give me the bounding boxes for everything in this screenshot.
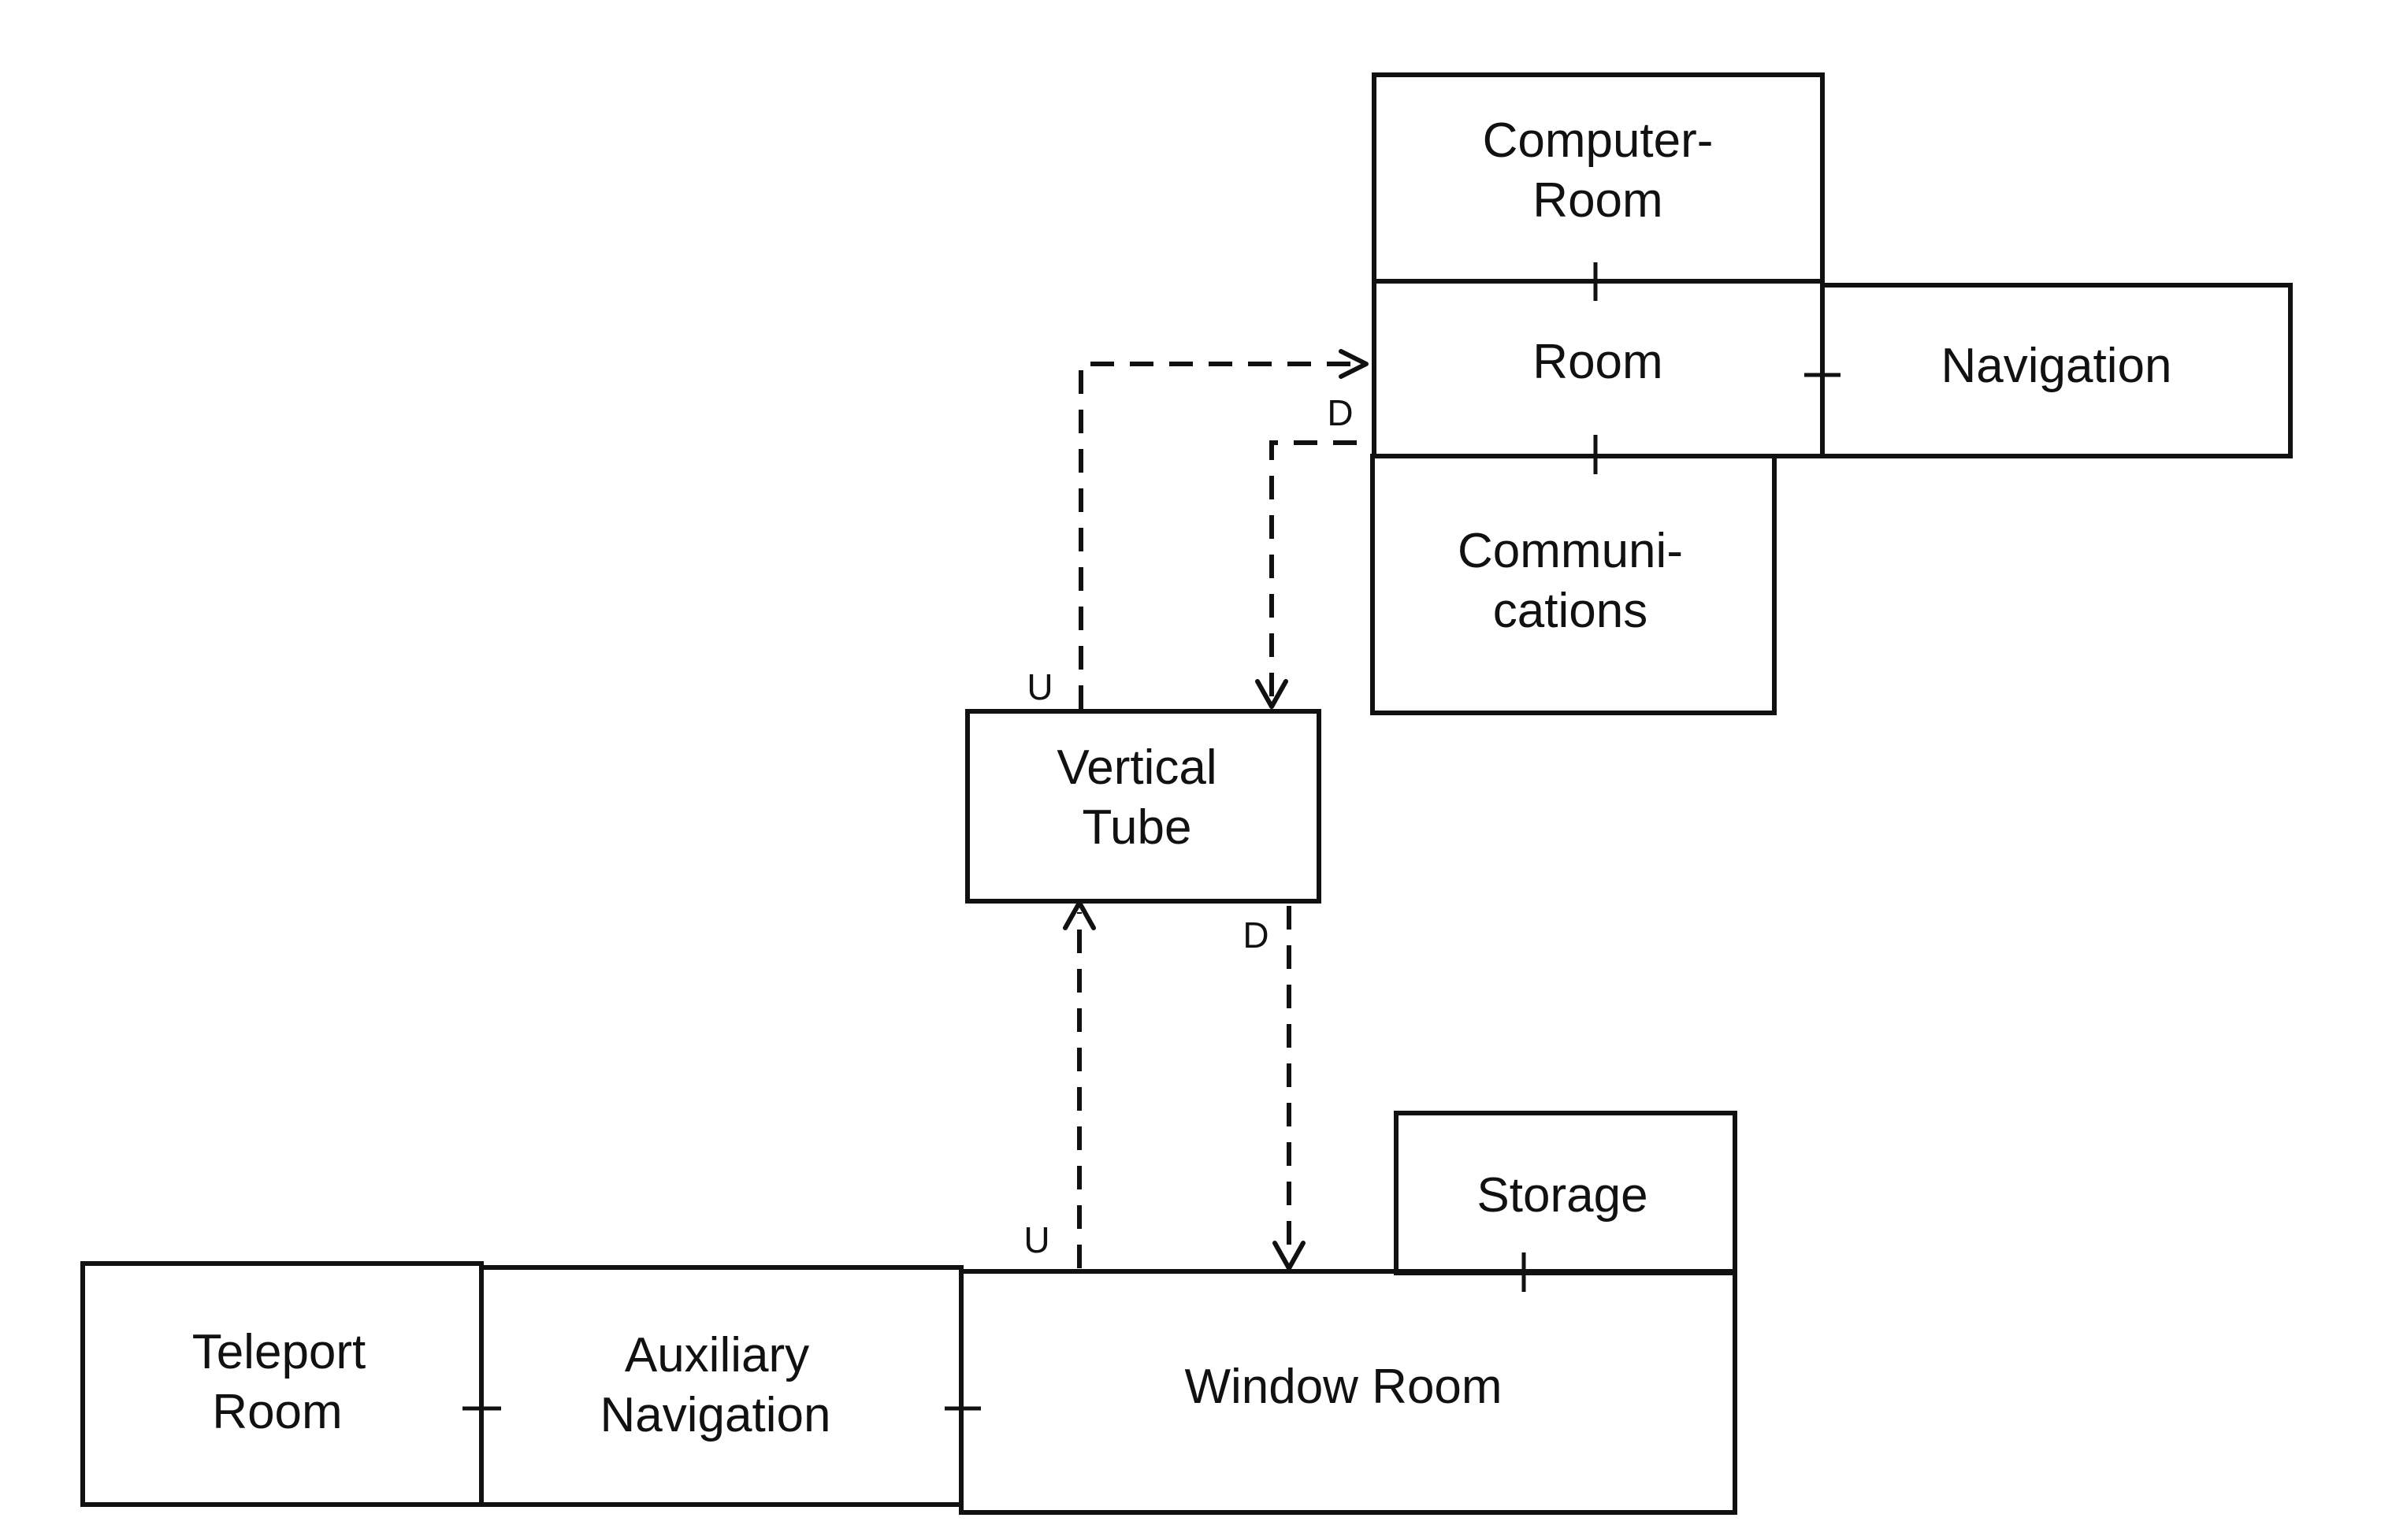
navigation-box — [1820, 283, 2293, 458]
lower-up-arrowhead-icon — [1063, 900, 1096, 930]
auxiliary-navigation-label-line1: Auxiliary — [625, 1328, 809, 1382]
storage: Storage — [1394, 1111, 1737, 1275]
upper-up-label: U — [1027, 666, 1053, 707]
storage-label: Storage — [1477, 1168, 1647, 1223]
upper-down-arrowhead-icon — [1255, 679, 1288, 709]
computer-room-label-line2: Room — [1532, 173, 1662, 228]
lower-down-label: D — [1243, 915, 1269, 956]
window-room: Window Room — [959, 1269, 1737, 1515]
window-room-box — [959, 1269, 1737, 1515]
room-label: Room — [1532, 335, 1662, 389]
upper-up-path — [1079, 362, 1355, 709]
teleport-room-label-line1: Teleport — [192, 1325, 366, 1379]
communications-box — [1370, 454, 1777, 715]
doors — [462, 262, 1841, 1411]
vertical-tube-box — [965, 709, 1321, 904]
upper-down-path — [1269, 440, 1357, 697]
computer-room-label-line1: Computer- — [1483, 113, 1714, 168]
tube-connections: U D U D — [1023, 349, 1369, 1271]
teleport-room-label-line2: Room — [212, 1385, 342, 1439]
teleport-room: Teleport Room — [80, 1261, 484, 1507]
communications: Communi- cations — [1370, 454, 1777, 715]
upper-down-label: D — [1327, 392, 1353, 433]
computer-room: Computer- Room — [1372, 72, 1825, 284]
auxiliary-navigation: Auxiliary Navigation — [479, 1265, 964, 1507]
lower-down-arrowhead-icon — [1272, 1241, 1306, 1271]
auxiliary-navigation-label-line2: Navigation — [600, 1388, 831, 1442]
communications-label-line1: Communi- — [1458, 524, 1683, 578]
communications-label-line2: cations — [1493, 584, 1647, 638]
lower-up-label: U — [1023, 1219, 1049, 1260]
navigation-label: Navigation — [1941, 339, 2172, 393]
vertical-tube-label-line2: Tube — [1082, 800, 1191, 855]
navigation: Navigation — [1820, 283, 2293, 458]
teleport-room-box — [80, 1261, 484, 1507]
window-room-label: Window Room — [1184, 1360, 1502, 1414]
vertical-tube-label-line1: Vertical — [1057, 740, 1217, 795]
upper-up-arrowhead-icon — [1339, 349, 1369, 379]
vertical-tube: Vertical Tube — [965, 709, 1321, 904]
room: Room — [1372, 279, 1825, 458]
auxiliary-navigation-box — [479, 1265, 964, 1507]
